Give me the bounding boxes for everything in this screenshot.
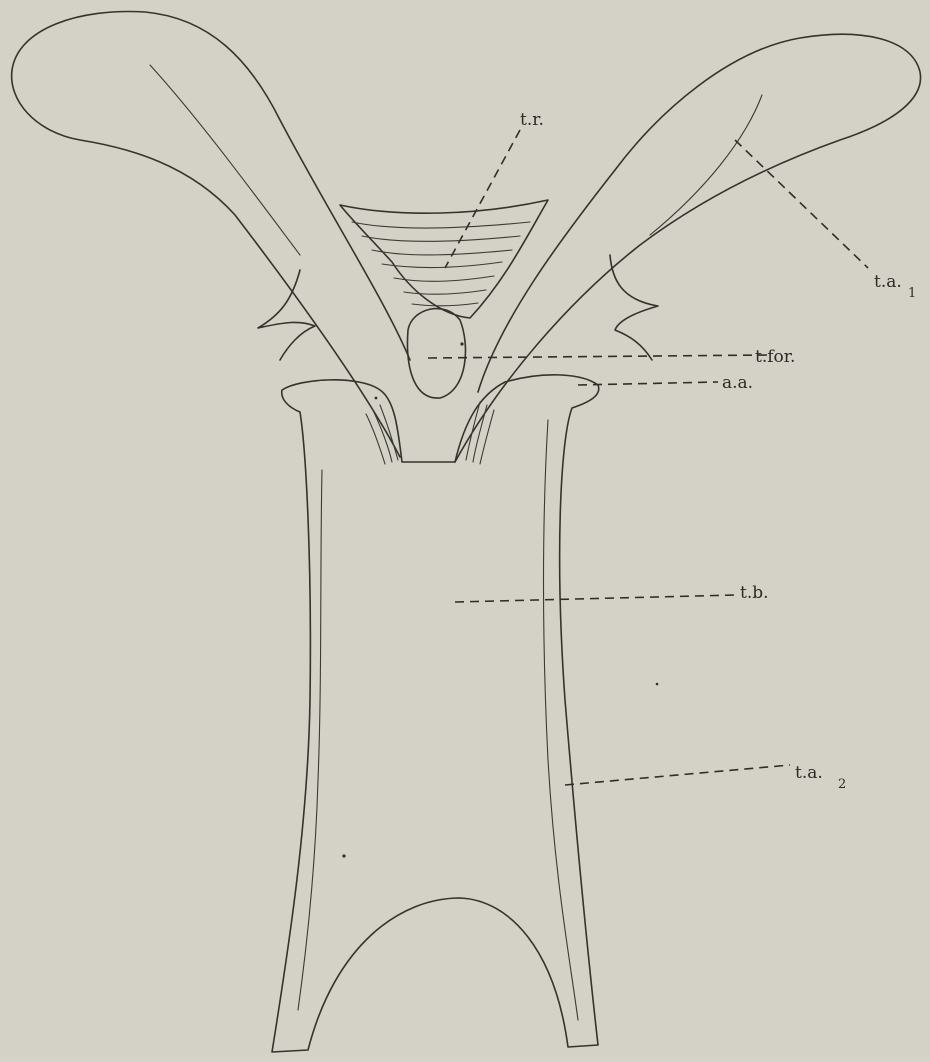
speck (460, 342, 463, 345)
speck (375, 397, 378, 400)
label-ta2: t.a. (795, 763, 823, 783)
label-ta1: t.a. (874, 272, 902, 292)
label-aa: a.a. (722, 373, 753, 393)
speck (342, 854, 345, 857)
label-tr: t.r. (520, 110, 544, 130)
label-tfor: t.for. (755, 347, 795, 367)
label-tb: t.b. (740, 583, 769, 603)
label-ta2-subscript: 2 (838, 777, 846, 792)
speck (656, 683, 659, 686)
label-ta1-subscript: 1 (908, 286, 916, 301)
